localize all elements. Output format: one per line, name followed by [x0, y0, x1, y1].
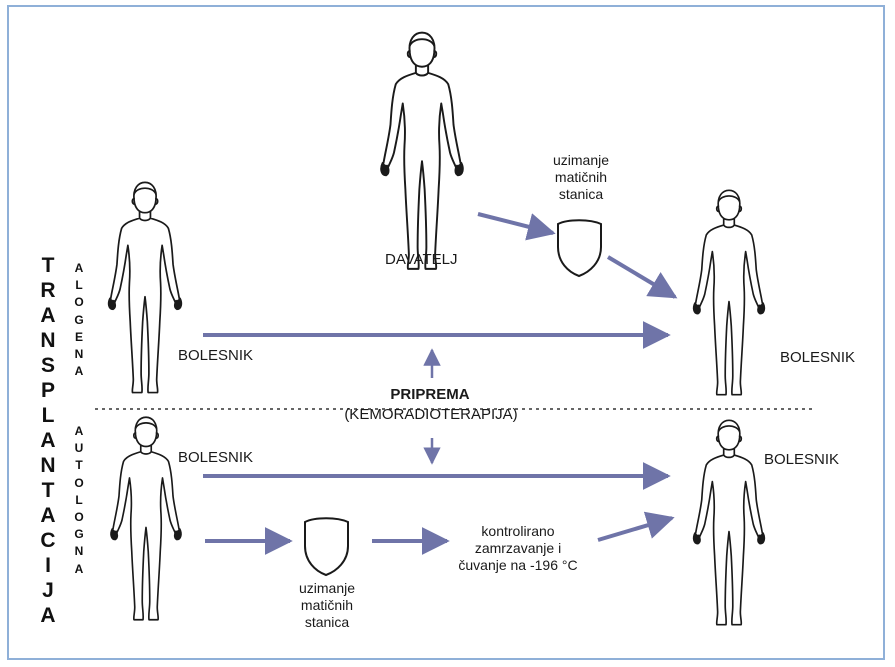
- vertical-letter: N: [36, 328, 60, 353]
- preparation-detail-label: (KEMORADIOTERAPIJA): [318, 406, 544, 424]
- patient-left-autologous-figure: [111, 417, 181, 620]
- collection-label-bottom: uzimanje matičnih stanica: [283, 580, 371, 631]
- donor-label: DAVATELJ: [385, 251, 458, 269]
- vertical-letter: N: [71, 346, 87, 363]
- vertical-letter: T: [71, 457, 87, 474]
- vertical-letter: S: [36, 353, 60, 378]
- patient-label-left-bottom: BOLESNIK: [178, 449, 253, 467]
- vertical-letter: R: [36, 278, 60, 303]
- preparation-label: PRIPREMA: [330, 386, 530, 404]
- stem-cell-bag-icon-bottom: [305, 518, 348, 575]
- vertical-letter: T: [36, 253, 60, 278]
- vertical-letter: A: [36, 603, 60, 628]
- vertical-letter: A: [71, 363, 87, 380]
- vertical-letter: A: [71, 260, 87, 277]
- vertical-letter: L: [71, 277, 87, 294]
- vertical-letter: A: [71, 561, 87, 578]
- arrow-bag-to-patient: [608, 257, 675, 297]
- vertical-letter: I: [36, 553, 60, 578]
- vertical-letter: N: [36, 453, 60, 478]
- vertical-letter: O: [71, 475, 87, 492]
- vertical-letter: T: [36, 478, 60, 503]
- vertical-letter: L: [71, 492, 87, 509]
- arrow-donor-to-bag: [478, 214, 553, 233]
- vertical-letter: L: [36, 403, 60, 428]
- patient-label-right-top: BOLESNIK: [780, 349, 855, 367]
- vertical-letter: P: [36, 378, 60, 403]
- vertical-letter: E: [71, 329, 87, 346]
- patient-right-autologous-figure: [694, 420, 765, 624]
- stem-cell-bag-icon-top: [558, 220, 601, 276]
- donor-figure: [381, 33, 463, 269]
- vertical-letter: A: [36, 303, 60, 328]
- vertical-letter: A: [71, 423, 87, 440]
- vertical-letter: A: [36, 428, 60, 453]
- patient-left-allogeneic-figure: [109, 182, 182, 392]
- collection-label-top: uzimanje matičnih stanica: [543, 152, 619, 203]
- arrow-freezing-to-patient: [598, 518, 672, 540]
- vertical-letter: O: [71, 509, 87, 526]
- vertical-letter: G: [71, 312, 87, 329]
- patient-label-left-top: BOLESNIK: [178, 347, 253, 365]
- vertical-letter: O: [71, 294, 87, 311]
- freezing-label: kontrolirano zamrzavanje i čuvanje na -1…: [448, 523, 588, 574]
- patient-right-allogeneic-figure: [694, 190, 765, 394]
- vertical-letter: U: [71, 440, 87, 457]
- vertical-letter: J: [36, 578, 60, 603]
- vertical-letter: A: [36, 503, 60, 528]
- vertical-letter: C: [36, 528, 60, 553]
- patient-label-right-bottom: BOLESNIK: [764, 451, 839, 469]
- vertical-letter: G: [71, 526, 87, 543]
- vertical-letter: N: [71, 543, 87, 560]
